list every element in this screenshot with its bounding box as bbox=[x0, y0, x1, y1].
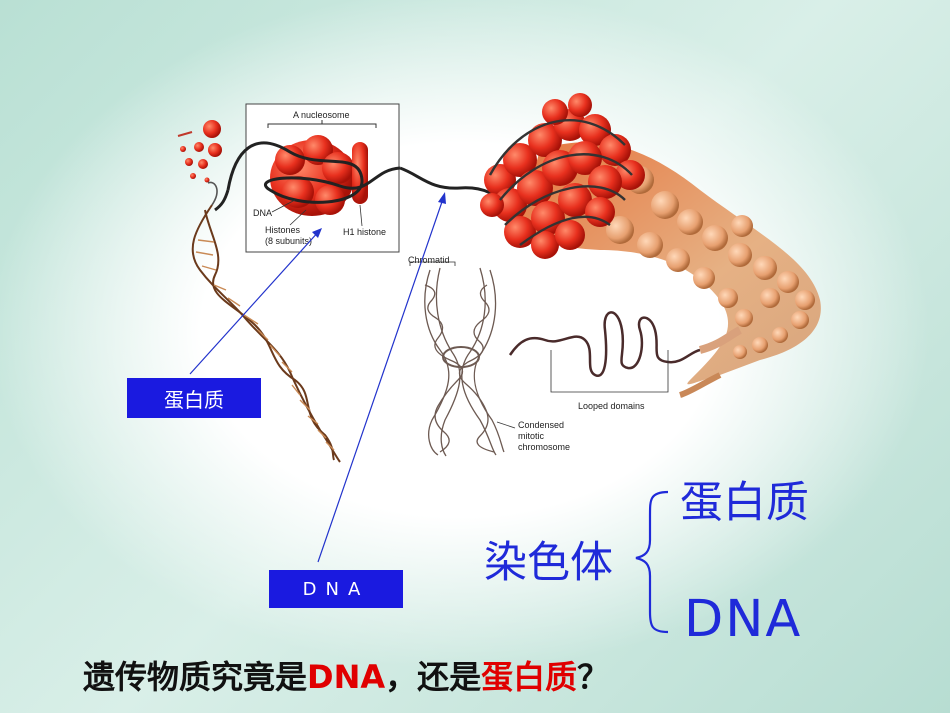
question-part2: ，还是 bbox=[385, 658, 482, 696]
looped-domains: Looped domains bbox=[508, 311, 742, 411]
mitotic-label: mitotic bbox=[518, 431, 545, 441]
mitotic-chromosome bbox=[424, 267, 505, 457]
histones-label: Histones bbox=[265, 225, 301, 235]
h1-histone-label: H1 histone bbox=[343, 227, 386, 237]
protein-callout-box: 蛋白质 bbox=[127, 378, 261, 418]
looped-domains-label: Looped domains bbox=[578, 401, 645, 411]
question-part1: 遗传物质究竟是 bbox=[83, 658, 308, 696]
protein-callout-text: 蛋白质 bbox=[164, 387, 224, 412]
dna-term: DNA bbox=[684, 590, 803, 649]
question-part3: ？ bbox=[577, 658, 610, 696]
nucleosome-label: A nucleosome bbox=[293, 110, 350, 120]
question-protein-highlight: 蛋白质 bbox=[481, 658, 578, 696]
chromatid-label: Chromatid bbox=[408, 255, 450, 265]
dna-inset-label: DNA bbox=[253, 208, 272, 218]
curly-brace bbox=[635, 490, 669, 634]
dna-pointer-line bbox=[317, 195, 445, 563]
question-dna-highlight: DNA bbox=[307, 658, 386, 696]
question-text: 遗传物质究竟是DNA，还是蛋白质？ bbox=[83, 652, 609, 698]
chromosome-label: chromosome bbox=[518, 442, 570, 452]
dna-callout-text: DNA bbox=[302, 578, 370, 600]
protein-pointer-line bbox=[189, 229, 321, 375]
condensed-label: Condensed bbox=[518, 420, 564, 430]
histones-subunits-label: (8 subunits) bbox=[265, 236, 312, 246]
protein-term: 蛋白质 bbox=[680, 478, 809, 528]
free-histones bbox=[177, 120, 222, 183]
chromosome-term: 染色体 bbox=[484, 538, 613, 588]
dna-callout-box: DNA bbox=[269, 570, 403, 608]
dna-double-helix bbox=[191, 181, 341, 463]
nucleosome-inset: A nucleosome DNA Histones (8 subunits) H… bbox=[214, 103, 401, 253]
solenoid bbox=[480, 93, 645, 259]
